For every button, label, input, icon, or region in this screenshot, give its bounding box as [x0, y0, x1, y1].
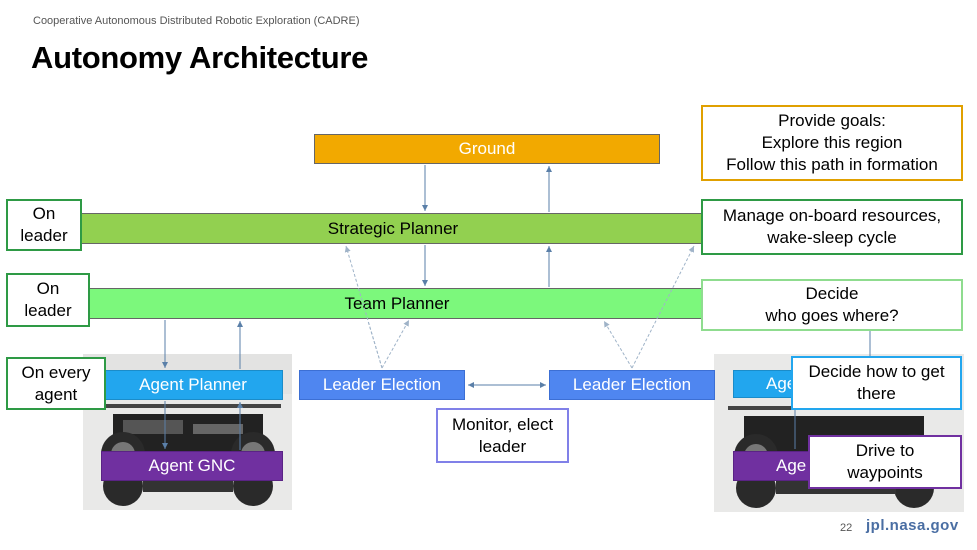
agent-gnc-right-label: Age	[776, 456, 807, 475]
page-number: 22	[840, 522, 853, 534]
callout-line: Provide goals:	[778, 111, 886, 130]
callout-line: Follow this path in formation	[726, 155, 938, 174]
callout-agent-planner: Decide how to get there	[791, 356, 962, 410]
callout-line: Manage on-board resources,	[722, 206, 942, 225]
callout-ground: Provide goals: Explore this region Follo…	[701, 105, 963, 181]
callout-agent-gnc: Drive to waypoints	[808, 435, 962, 489]
callout-team: Decide who goes where?	[701, 279, 963, 331]
callout-line: Monitor, elect	[451, 414, 554, 434]
callout-line: who goes where?	[765, 306, 899, 325]
callout-line: Explore this region	[761, 133, 903, 152]
label-line: On	[36, 279, 60, 298]
agent-planner-block: Agent Planner	[103, 370, 283, 400]
label-on-every-agent: On every agent	[6, 357, 106, 410]
slide-title: Autonomy Architecture	[31, 40, 369, 75]
callout-line: waypoints	[847, 463, 923, 482]
callout-strategic: Manage on-board resources, wake-sleep cy…	[701, 199, 963, 255]
callout-line: leader	[478, 436, 527, 456]
callout-line: Decide	[805, 284, 859, 303]
label-line: On	[32, 204, 56, 223]
callout-line: Drive to	[855, 441, 915, 460]
slide-subtitle: Cooperative Autonomous Distributed Robot…	[33, 15, 360, 27]
label-on-leader-strategic: On leader	[6, 199, 82, 251]
leader-election-block-right: Leader Election	[549, 370, 715, 400]
agent-gnc-block-right: Age	[733, 451, 813, 481]
footer-url: jpl.nasa.gov	[866, 517, 959, 534]
label-line: leader	[24, 301, 72, 320]
callout-line: there	[857, 384, 896, 403]
leader-election-block-left: Leader Election	[299, 370, 465, 400]
agent-gnc-block: Agent GNC	[101, 451, 283, 481]
strategic-planner-block: Strategic Planner	[80, 213, 706, 244]
callout-monitor-elect: Monitor, elect leader	[436, 408, 569, 463]
label-line: On every	[21, 362, 91, 382]
ground-block: Ground	[314, 134, 660, 164]
label-line: leader	[20, 226, 68, 245]
label-line: agent	[34, 384, 78, 404]
label-on-leader-team: On leader	[6, 273, 90, 327]
callout-line: Decide how to get	[808, 362, 945, 381]
agent-planner-right-label: Age	[766, 374, 797, 393]
team-planner-block: Team Planner	[88, 288, 706, 319]
callout-line: wake-sleep cycle	[767, 228, 897, 247]
